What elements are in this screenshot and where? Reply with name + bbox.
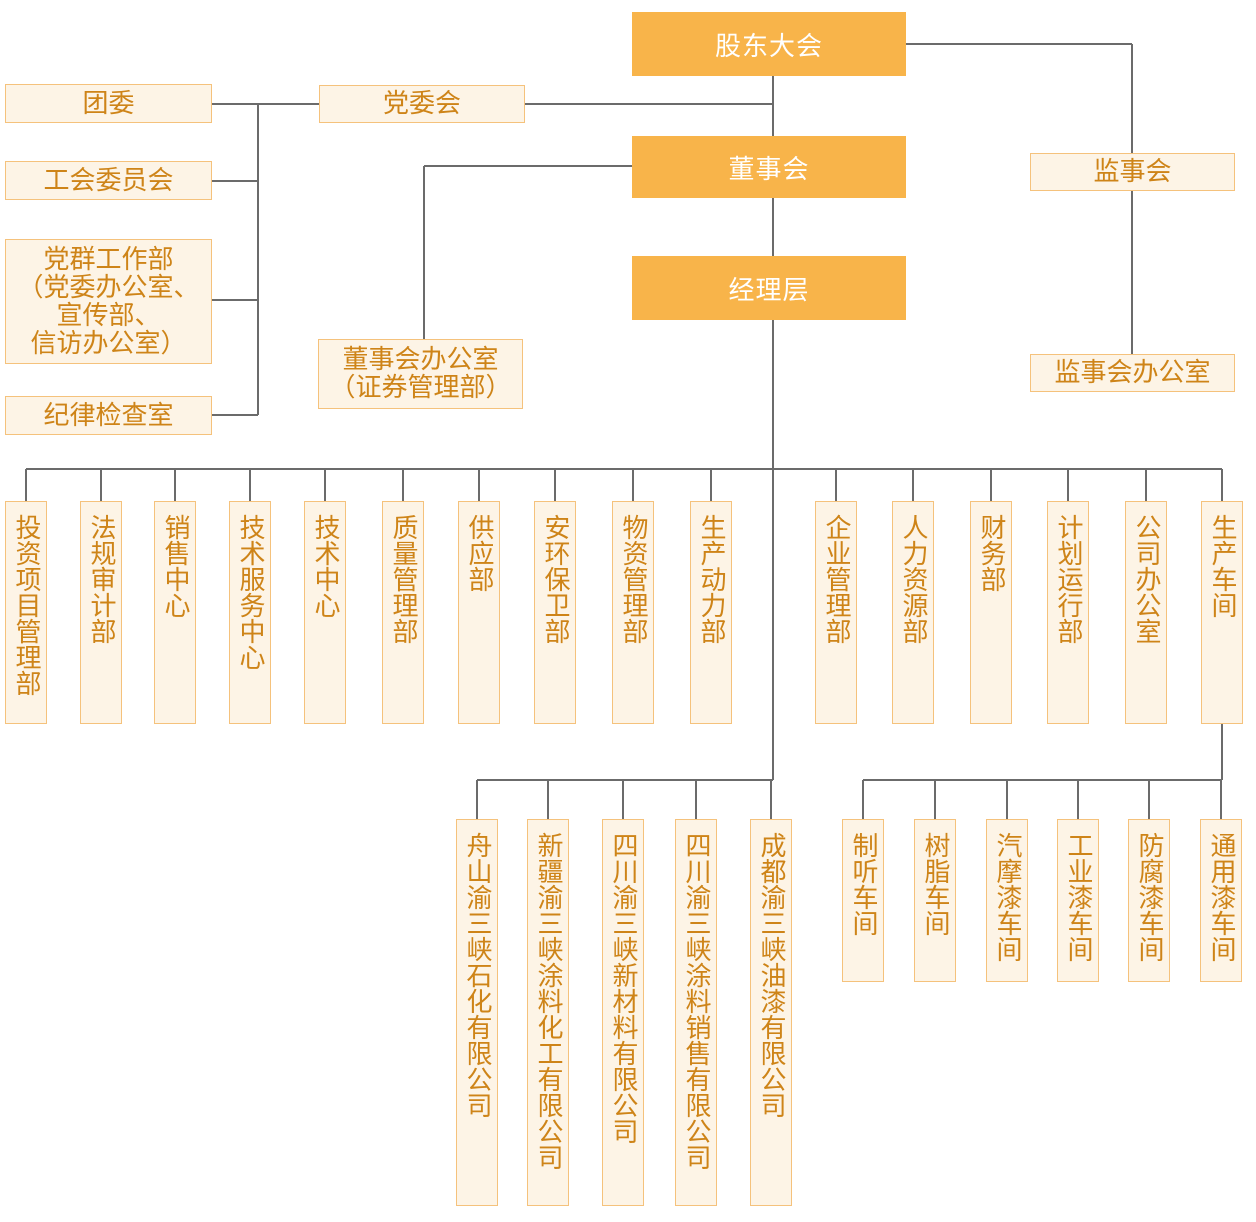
union-committee-label: 工会委员会 [43, 165, 174, 196]
board-office-label-line2: （证券管理部） [329, 373, 512, 403]
dept-label: 安环保卫部 [540, 514, 570, 644]
dept-node: 物资管理部 [612, 501, 654, 724]
dept-label: 投资项目管理部 [11, 514, 41, 696]
subsidiary-node: 四川渝三峡涂料销售有限公司 [675, 819, 717, 1206]
dept-node: 技术服务中心 [229, 501, 271, 724]
dept-node: 企业管理部 [815, 501, 857, 724]
workshop-node: 汽摩漆车间 [986, 819, 1028, 982]
union-committee-node: 工会委员会 [5, 161, 212, 200]
discipline-office-label: 纪律检查室 [43, 400, 174, 431]
subsidiary-label: 新疆渝三峡涂料化工有限公司 [533, 832, 563, 1170]
dept-label: 技术服务中心 [235, 514, 265, 670]
supervisors-office-node: 监事会办公室 [1030, 354, 1235, 392]
party-work-dept-node: 党群工作部 （党委办公室、 宣传部、 信访办公室） [5, 239, 212, 364]
dept-node: 生产动力部 [690, 501, 732, 724]
dept-node: 法规审计部 [80, 501, 122, 724]
subsidiary-label: 舟山渝三峡石化有限公司 [462, 832, 492, 1118]
supervisors-label: 监事会 [1093, 157, 1172, 187]
dept-label: 销售中心 [160, 514, 190, 618]
supervisors-office-label: 监事会办公室 [1054, 358, 1211, 388]
dept-node: 技术中心 [304, 501, 346, 724]
party-committee-node: 党委会 [319, 85, 525, 123]
dept-label: 计划运行部 [1053, 514, 1083, 644]
workshop-label: 通用漆车间 [1206, 832, 1236, 962]
board-office-node: 董事会办公室 （证券管理部） [318, 339, 523, 409]
workshop-node: 通用漆车间 [1200, 819, 1242, 982]
dept-label: 生产动力部 [696, 514, 726, 644]
dept-node: 公司办公室 [1125, 501, 1167, 724]
party-work-label-line1: 党群工作部 [43, 244, 174, 275]
dept-node: 销售中心 [154, 501, 196, 724]
dept-label: 质量管理部 [388, 514, 418, 644]
workshop-label: 制听车间 [848, 832, 878, 936]
dept-label: 企业管理部 [821, 514, 851, 644]
subsidiary-label: 四川渝三峡涂料销售有限公司 [681, 832, 711, 1170]
workshop-label: 防腐漆车间 [1134, 832, 1164, 962]
dept-node: 投资项目管理部 [5, 501, 47, 724]
youth-league-node: 团委 [5, 84, 212, 123]
party-work-label-line3: 宣传部、 [56, 300, 161, 331]
subsidiary-label: 四川渝三峡新材料有限公司 [608, 832, 638, 1144]
party-work-label-line4: 信访办公室） [30, 328, 187, 359]
dept-label: 人力资源部 [898, 514, 928, 644]
youth-league-label: 团委 [82, 88, 135, 119]
board-label: 董事会 [728, 154, 810, 185]
dept-label: 公司办公室 [1131, 514, 1161, 644]
subsidiary-node: 舟山渝三峡石化有限公司 [456, 819, 498, 1206]
dept-node: 质量管理部 [382, 501, 424, 724]
workshop-label: 汽摩漆车间 [992, 832, 1022, 962]
dept-node: 计划运行部 [1047, 501, 1089, 724]
dept-node: 供应部 [458, 501, 500, 724]
workshop-node: 制听车间 [842, 819, 884, 982]
party-committee-label: 党委会 [382, 89, 461, 119]
management-label: 经理层 [728, 275, 810, 306]
shareholders-meeting-label: 股东大会 [714, 31, 823, 62]
subsidiary-node: 成都渝三峡油漆有限公司 [750, 819, 792, 1206]
supervisors-node: 监事会 [1030, 153, 1235, 191]
discipline-office-node: 纪律检查室 [5, 396, 212, 435]
subsidiary-node: 四川渝三峡新材料有限公司 [602, 819, 644, 1206]
subsidiary-node: 新疆渝三峡涂料化工有限公司 [527, 819, 569, 1206]
dept-label: 技术中心 [310, 514, 340, 618]
dept-node: 生产车间 [1201, 501, 1243, 724]
workshop-node: 防腐漆车间 [1128, 819, 1170, 982]
workshop-node: 树脂车间 [914, 819, 956, 982]
dept-label: 生产车间 [1207, 514, 1237, 618]
party-work-label-line2: （党委办公室、 [17, 272, 200, 303]
dept-label: 法规审计部 [86, 514, 116, 644]
dept-node: 安环保卫部 [534, 501, 576, 724]
dept-label: 供应部 [464, 514, 494, 592]
shareholders-meeting-node: 股东大会 [632, 12, 906, 76]
workshop-label: 树脂车间 [920, 832, 950, 936]
dept-label: 物资管理部 [618, 514, 648, 644]
board-node: 董事会 [632, 136, 906, 198]
subsidiary-label: 成都渝三峡油漆有限公司 [756, 832, 786, 1118]
dept-node: 人力资源部 [892, 501, 934, 724]
workshop-node: 工业漆车间 [1057, 819, 1099, 982]
management-node: 经理层 [632, 256, 906, 320]
dept-node: 财务部 [970, 501, 1012, 724]
board-office-label-line1: 董事会办公室 [342, 345, 499, 375]
workshop-label: 工业漆车间 [1063, 832, 1093, 962]
dept-label: 财务部 [976, 514, 1006, 592]
